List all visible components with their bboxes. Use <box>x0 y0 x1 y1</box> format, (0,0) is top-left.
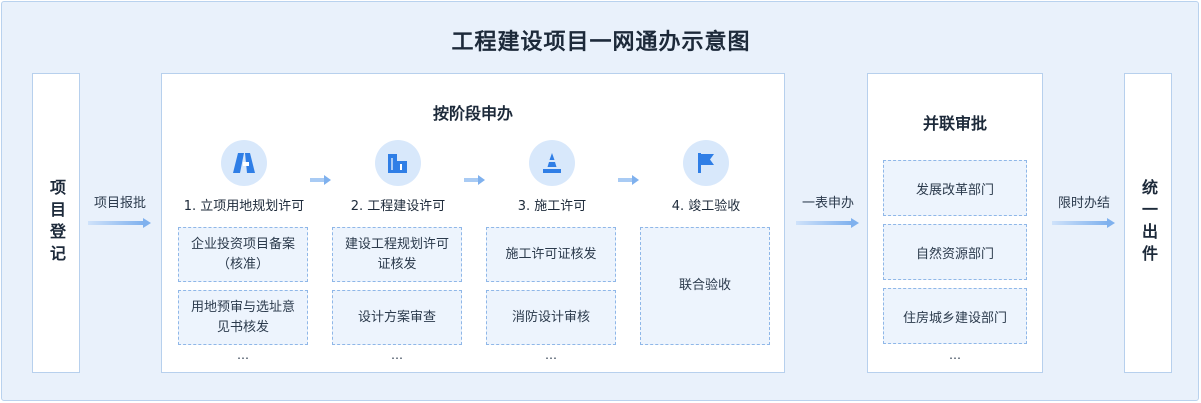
department-item: 发展改革部门 <box>883 160 1027 216</box>
project-register-panel: 项目登记 <box>32 73 80 373</box>
department-item: 住房城乡建设部门 <box>883 288 1027 344</box>
arrow-project-approval: 项目报批 <box>88 192 152 228</box>
stage-2-label: 2. 工程建设许可 <box>350 199 446 214</box>
traffic-cone-icon <box>529 140 575 186</box>
stage-3-item-1: 施工许可证核发 <box>486 227 616 282</box>
stage-1-label: 1. 立项用地规划许可 <box>183 199 305 214</box>
departments-more: … <box>949 348 961 362</box>
arrow-right-icon <box>1052 218 1116 228</box>
stage-4-label: 4. 竣工验收 <box>671 199 741 214</box>
unified-output-label: 统一出件 <box>1139 179 1158 267</box>
stage-3-item-2: 消防设计审核 <box>486 290 616 345</box>
arrow-time-limited: 限时办结 <box>1052 192 1116 228</box>
buildings-icon <box>375 140 421 186</box>
arrow-one-form: 一表申办 <box>796 192 860 228</box>
arrow-right-icon <box>796 218 860 228</box>
parallel-approval-panel: 并联审批 发展改革部门 自然资源部门 住房城乡建设部门 … <box>867 73 1043 373</box>
stage-2-more: … <box>391 348 403 362</box>
stage-4-item-1: 联合验收 <box>640 227 770 345</box>
stage-1-item-2: 用地预审与选址意见书核发 <box>178 290 308 345</box>
arrow-right-icon <box>88 218 152 228</box>
unified-output-panel: 统一出件 <box>1124 73 1172 373</box>
arrow-label-one-form: 一表申办 <box>801 196 854 211</box>
stage-3-label: 3. 施工许可 <box>517 199 587 214</box>
arrow-right-icon <box>310 170 332 189</box>
stage-1-more: … <box>237 348 249 362</box>
department-item: 自然资源部门 <box>883 224 1027 280</box>
arrow-right-icon <box>464 170 486 189</box>
arrow-label-project-approval: 项目报批 <box>93 196 146 211</box>
stage-2-item-1: 建设工程规划许可证核发 <box>332 227 462 282</box>
building-blocks-icon <box>221 140 267 186</box>
stage-2-item-2: 设计方案审查 <box>332 290 462 345</box>
flag-icon <box>683 140 729 186</box>
parallel-approval-title: 并联审批 <box>922 114 987 133</box>
stage-panel-title: 按阶段申办 <box>432 104 513 123</box>
page-title: 工程建设项目一网通办示意图 <box>451 30 751 55</box>
stage-1-item-1: 企业投资项目备案（核准） <box>178 227 308 282</box>
stage-3-more: … <box>545 348 557 362</box>
arrow-label-time-limited: 限时办结 <box>1057 196 1110 211</box>
stage-panel: 按阶段申办 1. 立项用地规划许可 企业投资项目备案（核准） 用地预审与选址意见… <box>161 73 785 373</box>
arrow-right-icon <box>618 170 640 189</box>
project-register-label: 项目登记 <box>47 179 66 267</box>
